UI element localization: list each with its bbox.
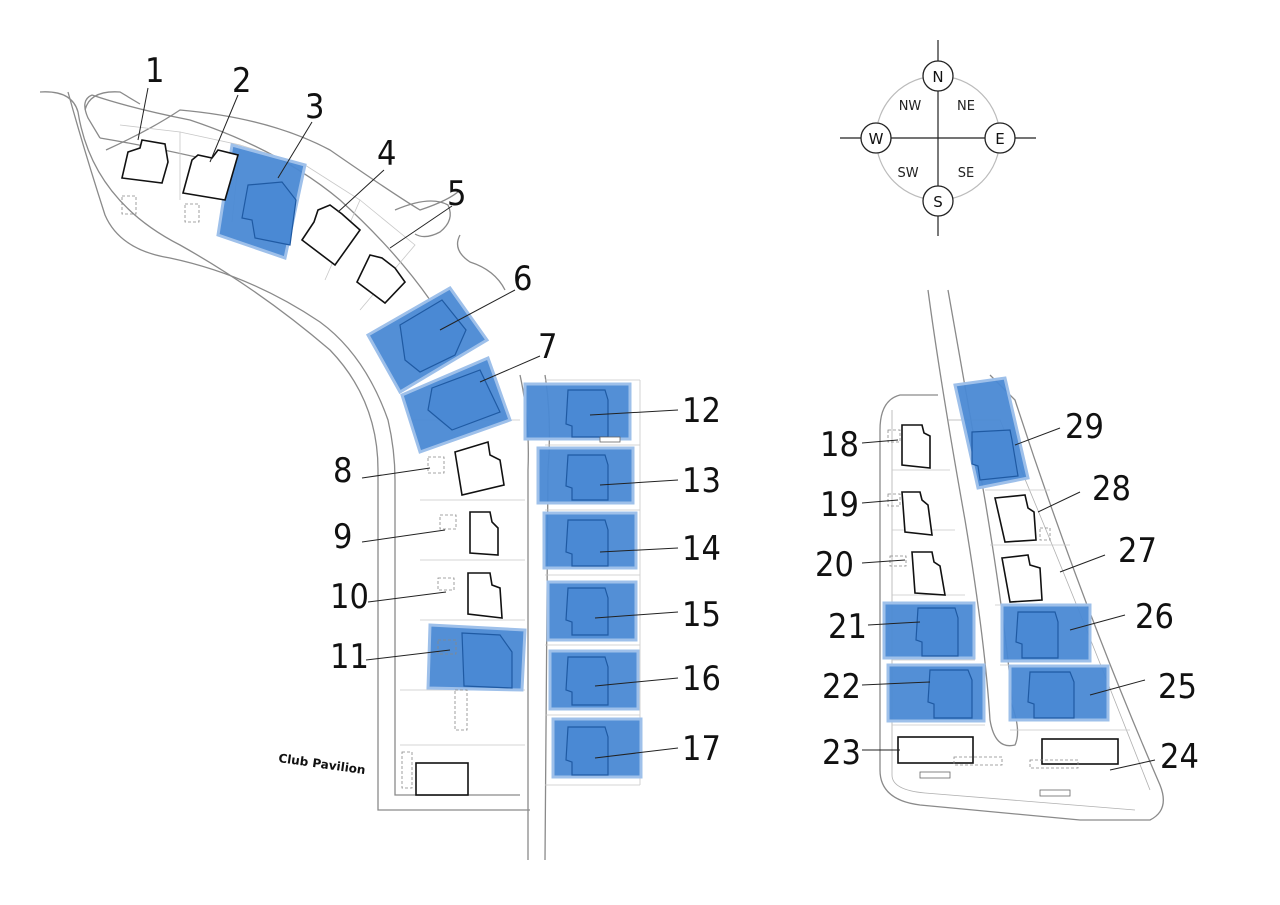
plot-number-12[interactable]: 12 xyxy=(682,391,721,431)
leader-lines xyxy=(137,87,1156,771)
plot-number-3[interactable]: 3 xyxy=(305,87,324,127)
plot-21[interactable] xyxy=(882,601,976,660)
club-pavilion-building xyxy=(415,762,469,796)
plot-number-18[interactable]: 18 xyxy=(820,425,859,465)
plot-number-20[interactable]: 20 xyxy=(815,545,854,585)
plot-number-5[interactable]: 5 xyxy=(447,174,466,214)
plot-number-4[interactable]: 4 xyxy=(377,134,396,174)
plot-5-house xyxy=(355,254,407,305)
plot-16[interactable] xyxy=(548,649,640,711)
plot-27-house xyxy=(1001,554,1043,603)
plot-6[interactable] xyxy=(365,286,490,395)
compass-south: S xyxy=(933,193,943,211)
plot-19-house xyxy=(901,491,933,536)
plot-29[interactable] xyxy=(953,376,1030,490)
plot-20-house xyxy=(911,551,946,596)
plot-number-1[interactable]: 1 xyxy=(145,51,164,91)
plot-number-23[interactable]: 23 xyxy=(822,733,861,773)
plot-number-24[interactable]: 24 xyxy=(1160,737,1199,777)
plot-14[interactable] xyxy=(542,511,638,570)
plot-number-26[interactable]: 26 xyxy=(1135,597,1174,637)
plot-number-14[interactable]: 14 xyxy=(682,529,721,569)
compass-east: E xyxy=(995,130,1004,148)
plot-10-house xyxy=(467,572,503,619)
compass-northeast: NE xyxy=(957,99,975,114)
roads-east xyxy=(879,289,1164,821)
plot-number-11[interactable]: 11 xyxy=(330,637,369,677)
driveways xyxy=(121,195,1079,797)
plot-number-13[interactable]: 13 xyxy=(682,461,721,501)
compass-southwest: SW xyxy=(897,166,918,181)
plot-number-22[interactable]: 22 xyxy=(822,667,861,707)
plot-number-7[interactable]: 7 xyxy=(538,327,557,367)
compass-east-marker xyxy=(984,122,1016,154)
plot-24-house xyxy=(1041,738,1119,765)
club-pavilion-label: Club Pavilion xyxy=(278,751,367,777)
plot-9-house xyxy=(469,511,499,556)
plot-number-21[interactable]: 21 xyxy=(828,607,867,647)
plot-22[interactable] xyxy=(886,663,986,723)
plot-number-6[interactable]: 6 xyxy=(513,259,532,299)
plot-number-16[interactable]: 16 xyxy=(682,659,721,699)
plot-number-10[interactable]: 10 xyxy=(330,577,369,617)
plot-15[interactable] xyxy=(546,580,638,642)
plot-number-2[interactable]: 2 xyxy=(232,61,251,101)
compass-northwest: NW xyxy=(899,99,922,114)
plot-number-8[interactable]: 8 xyxy=(333,451,352,491)
plot-12[interactable] xyxy=(523,382,632,441)
compass-north: N xyxy=(932,68,943,86)
plot-2-house xyxy=(181,149,239,201)
plot-number-25[interactable]: 25 xyxy=(1158,667,1197,707)
compass-rose: N S E W NW NE SW SE xyxy=(840,40,1036,236)
plot-11[interactable] xyxy=(426,623,527,692)
plot-26[interactable] xyxy=(1000,603,1092,663)
plot-28-house xyxy=(994,494,1037,543)
compass-west-marker xyxy=(860,122,892,154)
compass-south-marker xyxy=(922,185,954,217)
plot-8-house xyxy=(454,440,505,496)
plot-number-9[interactable]: 9 xyxy=(333,517,352,557)
plot-number-19[interactable]: 19 xyxy=(820,485,859,525)
plot-numbers: 1 2 3 4 5 6 7 8 9 10 11 12 13 14 15 16 1… xyxy=(145,51,1199,777)
plot-3[interactable] xyxy=(216,143,307,260)
plot-number-17[interactable]: 17 xyxy=(682,729,721,769)
plot-houses-unavailable xyxy=(121,139,1119,796)
plot-number-15[interactable]: 15 xyxy=(682,595,721,635)
plot-1-house xyxy=(121,139,169,184)
plot-18-house xyxy=(901,424,931,469)
plot-25[interactable] xyxy=(1008,664,1110,722)
plot-number-29[interactable]: 29 xyxy=(1065,407,1104,447)
compass-north-marker xyxy=(922,60,954,92)
plot-13[interactable] xyxy=(536,446,635,505)
plot-7[interactable] xyxy=(400,355,512,454)
compass-west: W xyxy=(869,130,884,148)
compass-southeast: SE xyxy=(958,166,974,181)
plot-17[interactable] xyxy=(551,717,643,779)
plot-number-27[interactable]: 27 xyxy=(1118,531,1157,571)
plot-23-house xyxy=(897,736,974,764)
plot-4-house xyxy=(300,204,362,267)
plot-areas xyxy=(216,143,1110,779)
plot-number-28[interactable]: 28 xyxy=(1092,469,1131,509)
